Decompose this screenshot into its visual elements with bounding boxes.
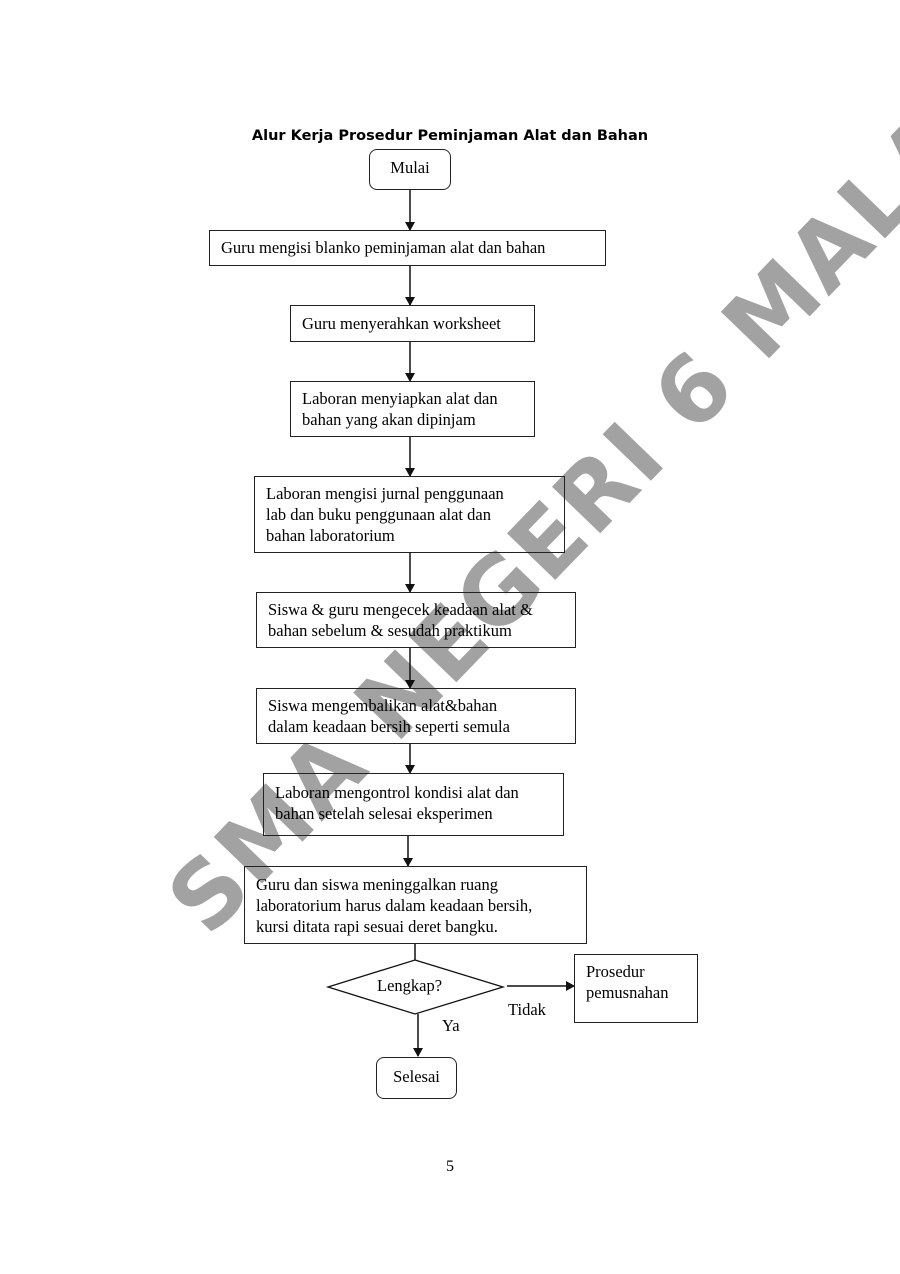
step-4-text-line-1: Laboran mengisi jurnal penggunaan: [266, 484, 504, 503]
step-6-text-line-1: Siswa mengembalikan alat&bahan: [268, 696, 498, 715]
step-4-text-line-3: bahan laboratorium: [266, 526, 395, 545]
disposal-procedure-box: Prosedur pemusnahan: [574, 954, 698, 1023]
step-6-text-line-2: dalam keadaan bersih seperti semula: [268, 717, 510, 736]
start-label: Mulai: [390, 158, 430, 177]
process-step-3: Laboran menyiapkan alat dan bahan yang a…: [290, 381, 535, 437]
step-2-text: Guru menyerahkan worksheet: [302, 314, 501, 333]
process-step-1: Guru mengisi blanko peminjaman alat dan …: [209, 230, 606, 266]
process-step-5: Siswa & guru mengecek keadaan alat & bah…: [256, 592, 576, 648]
decision-diamond: [325, 959, 506, 1015]
disposal-text-line-2: pemusnahan: [586, 983, 669, 1002]
step-5-text-line-2: bahan sebelum & sesudah praktikum: [268, 621, 512, 640]
step-3-text-line-2: bahan yang akan dipinjam: [302, 410, 476, 429]
process-step-7: Laboran mengontrol kondisi alat dan baha…: [263, 773, 564, 836]
process-step-6: Siswa mengembalikan alat&bahan dalam kea…: [256, 688, 576, 744]
step-8-text-line-2: laboratorium harus dalam keadaan bersih,: [256, 896, 533, 915]
page-number: 5: [446, 1158, 454, 1175]
step-7-text-line-2: bahan setelah selesai eksperimen: [275, 804, 493, 823]
step-7-text-line-1: Laboran mengontrol kondisi alat dan: [275, 783, 519, 802]
end-label: Selesai: [393, 1067, 440, 1086]
start-terminal: Mulai: [369, 149, 451, 190]
step-5-text-line-1: Siswa & guru mengecek keadaan alat &: [268, 600, 533, 619]
end-terminal: Selesai: [376, 1057, 457, 1099]
process-step-8: Guru dan siswa meninggalkan ruang labora…: [244, 866, 587, 944]
process-step-2: Guru menyerahkan worksheet: [290, 305, 535, 342]
step-3-text-line-1: Laboran menyiapkan alat dan: [302, 389, 498, 408]
decision-label: Lengkap?: [377, 976, 443, 995]
step-8-text-line-3: kursi ditata rapi sesuai deret bangku.: [256, 917, 498, 936]
yes-branch-label: Ya: [442, 1016, 460, 1035]
step-4-text-line-2: lab dan buku penggunaan alat dan: [266, 505, 491, 524]
page-title: Alur Kerja Prosedur Peminjaman Alat dan …: [251, 128, 649, 144]
step-1-text: Guru mengisi blanko peminjaman alat dan …: [221, 238, 546, 257]
process-step-4: Laboran mengisi jurnal penggunaan lab da…: [254, 476, 565, 553]
disposal-text-line-1: Prosedur: [586, 962, 645, 981]
step-8-text-line-1: Guru dan siswa meninggalkan ruang: [256, 875, 498, 894]
no-branch-label: Tidak: [508, 1000, 546, 1019]
